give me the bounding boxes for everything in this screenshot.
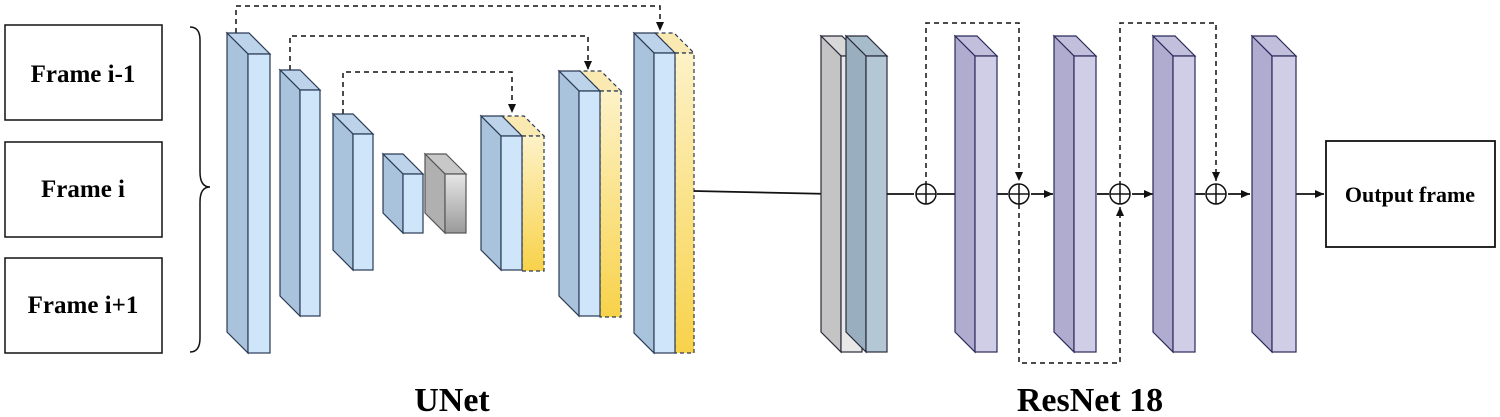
- sum-node-icon: [915, 183, 937, 205]
- resnet-section-label: ResNet 18: [1017, 382, 1163, 417]
- resnet-block: [1052, 34, 1098, 354]
- sum-node-icon: [1205, 183, 1227, 205]
- decoder-block: [479, 114, 546, 272]
- resnet-blocks: [953, 34, 1298, 354]
- skip-connection-2: [289, 35, 592, 70]
- residual-path-3: [1119, 22, 1220, 186]
- decoder-block: [632, 31, 696, 355]
- decoder-block: [557, 69, 623, 318]
- output-frame-box: Output frame: [1325, 140, 1496, 248]
- resnet-block: [1151, 34, 1197, 354]
- resnet-stem-block: [844, 34, 889, 354]
- output-frame-label: Output frame: [1345, 182, 1475, 207]
- residual-path-2: [1018, 204, 1124, 364]
- resnet-residual-paths: [925, 22, 1220, 364]
- residual-path-1: [925, 22, 1023, 186]
- encoder-block: [331, 112, 375, 272]
- sum-node-icon: [1109, 183, 1131, 205]
- resnet-block: [1250, 34, 1298, 354]
- skip-connection-3: [342, 71, 516, 114]
- frame-label-current: Frame i: [41, 176, 125, 203]
- input-frames: Frame i-1 Frame i Frame i+1: [4, 24, 163, 354]
- encoder-block: [225, 31, 272, 355]
- resnet-block: [953, 34, 999, 354]
- resnet-stem: [819, 34, 889, 354]
- encoder-block: [381, 152, 425, 235]
- encoder-block: [278, 68, 322, 318]
- input-frame-box: Frame i: [4, 141, 163, 238]
- unet-to-resnet-connector: [693, 190, 833, 195]
- bottleneck-block: [423, 152, 468, 235]
- unet-encoder: [225, 31, 468, 355]
- input-brace: [189, 26, 211, 353]
- input-frame-box: Frame i+1: [4, 257, 163, 354]
- input-frame-box: Frame i-1: [4, 24, 163, 121]
- sum-node-icon: [1008, 183, 1030, 205]
- frame-label-next: Frame i+1: [28, 292, 139, 319]
- unet-skip-connections: [235, 5, 664, 114]
- skip-connection-1: [235, 5, 664, 33]
- sum-nodes: [915, 183, 1227, 205]
- unet-decoder: [479, 31, 696, 355]
- frame-label-prev: Frame i-1: [31, 61, 136, 88]
- unet-section-label: UNet: [414, 382, 490, 417]
